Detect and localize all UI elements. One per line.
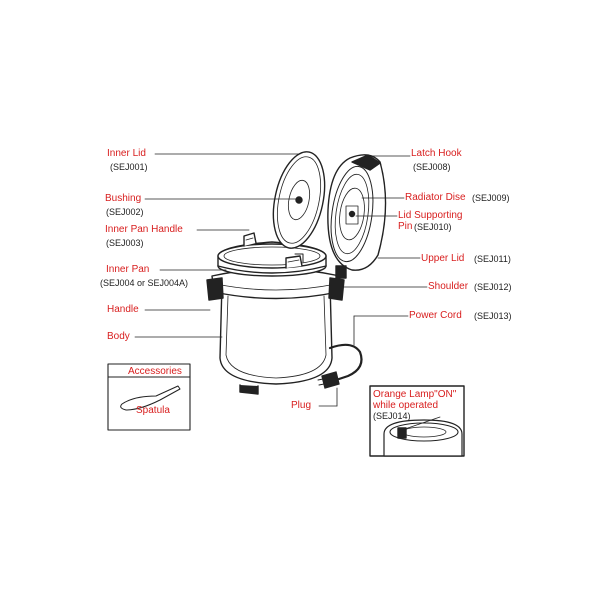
- label-radiator-dise: Radiator Dise: [405, 192, 466, 203]
- body-shape: [219, 282, 333, 395]
- label-handle: Handle: [107, 304, 139, 315]
- code-bushing: (SEJ002): [106, 207, 144, 217]
- code-inner-pan-handle: (SEJ003): [106, 238, 144, 248]
- label-inner-pan: Inner Pan: [106, 264, 150, 275]
- code-shoulder: (SEJ012): [474, 282, 512, 292]
- label-plug: Plug: [291, 400, 312, 411]
- label-shoulder: Shoulder: [428, 281, 469, 292]
- accessories-title: Accessories: [128, 366, 182, 377]
- lamp-code: (SEJ014): [373, 411, 411, 421]
- upper-lid-shape: [327, 154, 387, 279]
- label-latch-hook: Latch Hook: [411, 148, 462, 159]
- accessories-box: [107, 363, 191, 431]
- code-inner-lid: (SEJ001): [110, 162, 148, 172]
- code-upper-lid: (SEJ011): [474, 254, 511, 264]
- code-power-cord: (SEJ013): [474, 311, 512, 321]
- power-cord-shape: [317, 343, 363, 389]
- label-upper-lid: Upper Lid: [421, 253, 465, 264]
- lamp-subtitle: while operated: [373, 400, 439, 411]
- lamp-inset-box: [369, 385, 465, 457]
- inner-pan-shape: [217, 241, 327, 277]
- label-lid-supporting: Lid Supporting: [398, 210, 463, 221]
- code-inner-pan: (SEJ004 or SEJ004A): [100, 278, 189, 288]
- label-bushing: Bushing: [105, 193, 142, 204]
- inner-lid-shape: [272, 151, 326, 263]
- inner-pan-handle-shape: [243, 232, 303, 269]
- label-inner-pan-handle: Inner Pan Handle: [105, 224, 183, 235]
- leader-lines: [134, 153, 428, 407]
- code-latch-hook: (SEJ008): [413, 162, 451, 172]
- handle-shape: [206, 277, 345, 301]
- code-radiator-dise: (SEJ009): [472, 193, 510, 203]
- label-body: Body: [107, 331, 130, 342]
- accessories-spatula: Spatula: [136, 405, 170, 416]
- label-power-cord: Power Cord: [409, 310, 462, 321]
- label-inner-lid: Inner Lid: [107, 148, 146, 159]
- lamp-title: Orange Lamp"ON": [373, 389, 457, 400]
- code-lid-supporting-pin: (SEJ010): [414, 222, 452, 232]
- label-lid-supporting-pin: Pin: [398, 221, 413, 232]
